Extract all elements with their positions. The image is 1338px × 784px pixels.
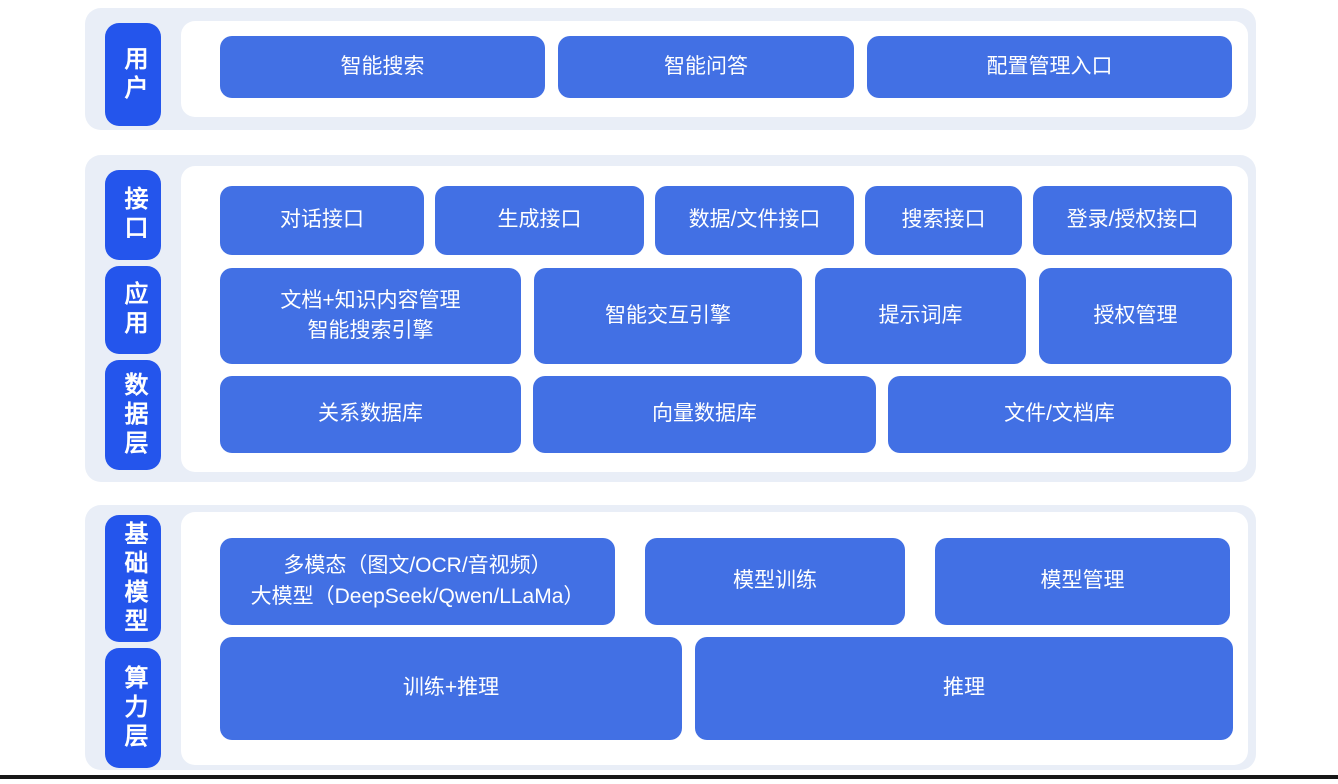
data-row: 关系数据库 向量数据库 文件/文档库 (220, 376, 1232, 453)
middle-layers-panel: 对话接口 生成接口 数据/文件接口 搜索接口 登录/授权接口 文档+知识内容管理… (181, 166, 1248, 472)
layer-label-data-layer-text: 数据层 (120, 371, 147, 459)
bottom-layers-panel: 多模态（图文/OCR/音视频） 大模型（DeepSeek/Qwen/LLaMa）… (181, 512, 1248, 765)
layer-label-compute-layer-text: 算力层 (120, 664, 147, 752)
block-authorization-management: 授权管理 (1039, 268, 1232, 364)
layer-label-data-layer: 数据层 (105, 360, 161, 470)
block-file-document-store: 文件/文档库 (888, 376, 1231, 453)
block-vector-database: 向量数据库 (533, 376, 876, 453)
block-generation-api: 生成接口 (435, 186, 644, 255)
block-login-auth-api: 登录/授权接口 (1033, 186, 1232, 255)
block-smart-interaction-engine: 智能交互引擎 (534, 268, 802, 364)
block-relational-database: 关系数据库 (220, 376, 521, 453)
bottom-divider (0, 775, 1338, 779)
block-data-file-api: 数据/文件接口 (655, 186, 854, 255)
band-user-layer: 用户 智能搜索 智能问答 配置管理入口 (85, 8, 1256, 130)
block-prompt-library: 提示词库 (815, 268, 1026, 364)
layer-label-interface-text: 接口 (120, 186, 147, 244)
compute-row: 训练+推理 推理 (220, 637, 1233, 740)
block-model-management: 模型管理 (935, 538, 1230, 625)
block-inference: 推理 (695, 637, 1233, 740)
layer-label-base-model: 基础模型 (105, 515, 161, 642)
block-config-management-entry: 配置管理入口 (867, 36, 1232, 98)
layer-label-compute-layer: 算力层 (105, 648, 161, 768)
band-middle-layers: 接口 应用 数据层 对话接口 生成接口 数据/文件接口 搜索接口 登录/授权接口… (85, 155, 1256, 482)
interface-row: 对话接口 生成接口 数据/文件接口 搜索接口 登录/授权接口 (220, 186, 1232, 255)
block-smart-search: 智能搜索 (220, 36, 545, 98)
block-doc-knowledge-search-engine: 文档+知识内容管理 智能搜索引擎 (220, 268, 521, 364)
band-bottom-layers: 基础模型 算力层 多模态（图文/OCR/音视频） 大模型（DeepSeek/Qw… (85, 505, 1256, 770)
application-row: 文档+知识内容管理 智能搜索引擎 智能交互引擎 提示词库 授权管理 (220, 268, 1232, 364)
block-dialog-api: 对话接口 (220, 186, 424, 255)
layer-label-user: 用户 (105, 23, 161, 126)
block-smart-qa: 智能问答 (558, 36, 854, 98)
model-row: 多模态（图文/OCR/音视频） 大模型（DeepSeek/Qwen/LLaMa）… (220, 538, 1232, 625)
layer-label-interface: 接口 (105, 170, 161, 260)
layer-label-application: 应用 (105, 266, 161, 354)
block-search-api: 搜索接口 (865, 186, 1022, 255)
block-training-plus-inference: 训练+推理 (220, 637, 682, 740)
layer-label-user-text: 用户 (120, 45, 147, 104)
user-layer-row: 智能搜索 智能问答 配置管理入口 (220, 36, 1232, 98)
user-layer-panel: 智能搜索 智能问答 配置管理入口 (181, 21, 1248, 117)
layer-label-application-text: 应用 (120, 281, 147, 339)
layer-label-base-model-text: 基础模型 (120, 520, 147, 637)
block-model-training: 模型训练 (645, 538, 905, 625)
block-multimodal-large-model: 多模态（图文/OCR/音视频） 大模型（DeepSeek/Qwen/LLaMa） (220, 538, 615, 625)
